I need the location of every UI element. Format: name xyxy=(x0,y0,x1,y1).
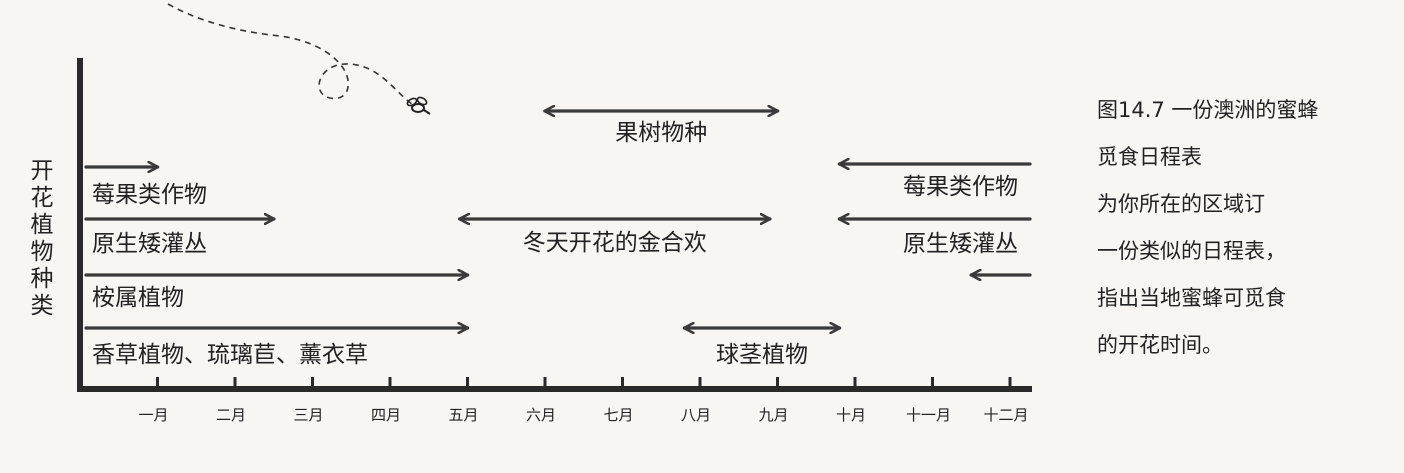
caption-line: 指出当地蜜蜂可觅食 xyxy=(1097,286,1286,310)
period-label-bulbs: 球茎植物 xyxy=(716,342,808,368)
period-label-native-shrubs-early: 原生矮灌丛 xyxy=(92,231,207,257)
month-ticks xyxy=(156,377,1012,391)
caption-line: 的开花时间。 xyxy=(1097,333,1223,357)
period-label-fruit-trees: 果树物种 xyxy=(615,120,707,146)
bee-flight-path xyxy=(167,3,413,105)
y-axis-label-char: 类 xyxy=(31,293,54,319)
month-label: 五月 xyxy=(448,406,478,424)
month-label: 三月 xyxy=(293,406,323,424)
month-label: 十二月 xyxy=(983,406,1028,424)
bee-icon xyxy=(406,96,431,115)
month-label: 四月 xyxy=(371,406,401,424)
caption-line: 觅食日程表 xyxy=(1097,145,1202,169)
period-label-native-shrubs-late: 原生矮灌丛 xyxy=(903,231,1018,257)
caption-line: 一份类似的日程表， xyxy=(1097,239,1286,263)
caption-line: 图14.7 一份澳洲的蜜蜂 xyxy=(1097,98,1318,122)
month-labels: 一月 二月 三月 四月 五月 六月 七月 八月 九月 十月 十一月 十二月 xyxy=(138,406,1028,424)
month-label: 六月 xyxy=(526,406,556,424)
month-label: 八月 xyxy=(681,406,711,424)
y-axis-label-char: 花 xyxy=(31,185,54,211)
period-label-berries-late: 莓果类作物 xyxy=(903,174,1018,200)
period-label-herbs: 香草植物、琉璃苣、薰衣草 xyxy=(92,342,368,368)
period-label-winter-wattle: 冬天开花的金合欢 xyxy=(523,230,707,256)
month-label: 十一月 xyxy=(906,406,951,424)
caption-line: 为你所在的区域订 xyxy=(1097,192,1265,216)
month-label: 一月 xyxy=(138,406,168,424)
month-label: 七月 xyxy=(603,406,633,424)
period-label-eucalyptus: 桉属植物 xyxy=(92,285,184,311)
y-axis-label-char: 植 xyxy=(31,212,54,238)
y-axis-label-char: 开 xyxy=(31,158,54,184)
y-axis-label-char: 种 xyxy=(31,266,54,292)
y-axis-label-char: 物 xyxy=(31,239,54,265)
month-label: 二月 xyxy=(216,406,246,424)
period-label-berries-early: 莓果类作物 xyxy=(92,182,207,208)
month-label: 九月 xyxy=(758,406,788,424)
month-label: 十月 xyxy=(836,406,866,424)
